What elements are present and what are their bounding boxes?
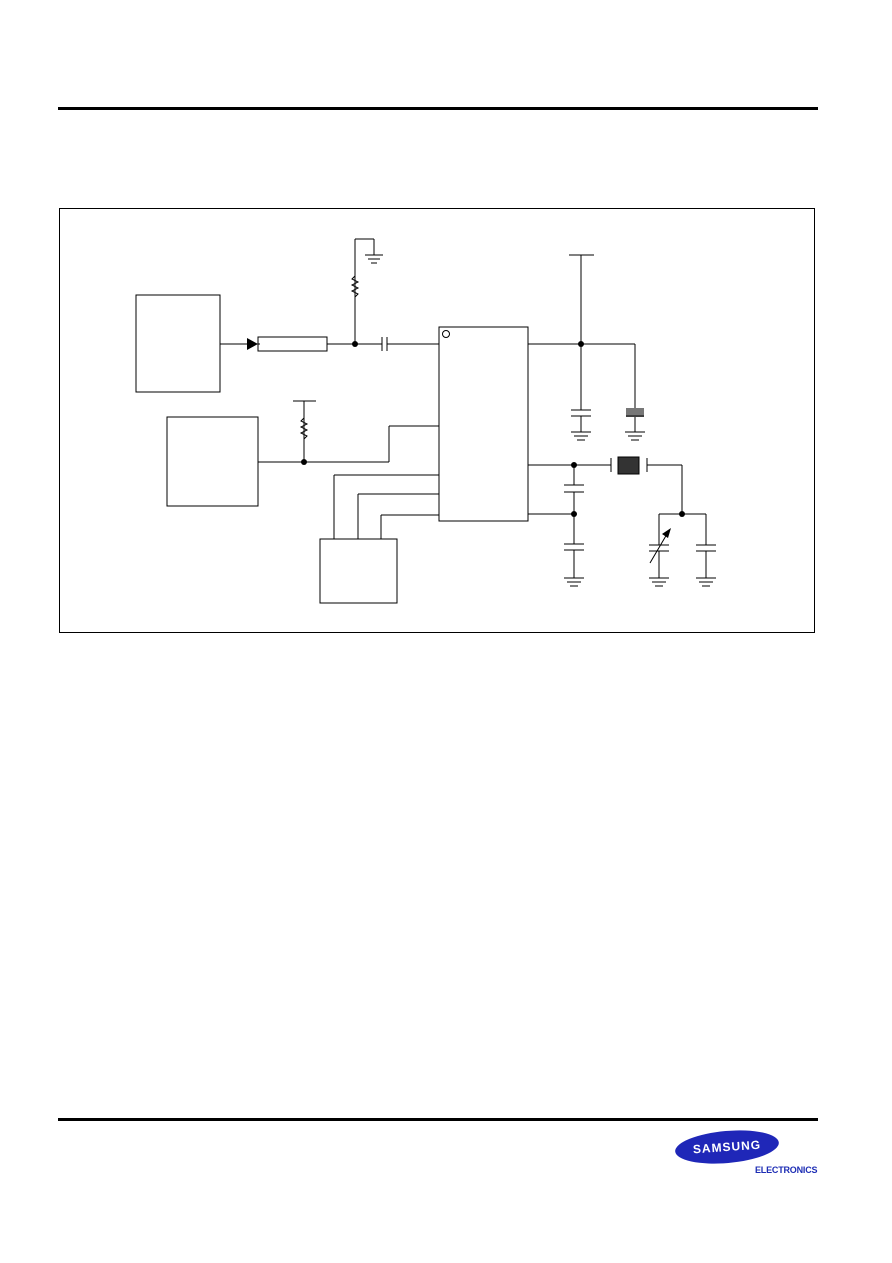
control-block [166, 416, 259, 507]
main-ic [438, 326, 529, 522]
logo-ellipse [675, 1130, 779, 1164]
circuit-schematic [135, 238, 716, 604]
filter-element [257, 336, 328, 352]
input-resistor [350, 274, 360, 300]
schematic-frame [59, 208, 815, 633]
electrolytic-plate [626, 408, 644, 415]
trimmer-arrowhead [662, 528, 671, 538]
logo-division-text: ELECTRONICS [755, 1165, 818, 1175]
crystal [617, 456, 640, 475]
samsung-logo: SAMSUNG ELECTRONICS [674, 1128, 824, 1180]
footer-rule [58, 1118, 818, 1121]
pin1-marker [442, 330, 450, 338]
interface-block [319, 538, 398, 604]
input-arrow [247, 338, 258, 350]
control-pullup-resistor [299, 416, 309, 444]
trimmer-arrow-line [649, 533, 668, 564]
header-rule [58, 107, 818, 110]
signal-source-block [135, 294, 221, 393]
logo-brand-text: SAMSUNG [692, 1137, 762, 1157]
